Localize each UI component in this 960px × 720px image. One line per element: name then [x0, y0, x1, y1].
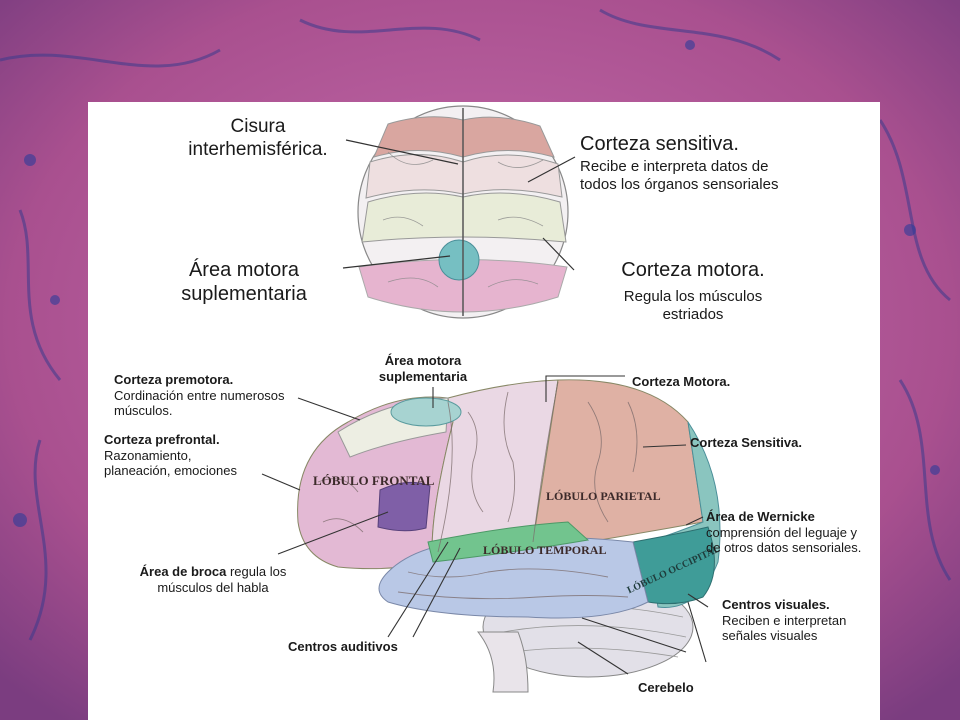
label-area-motora-suplementaria-side: Área motora suplementaria [378, 353, 468, 384]
diagram-panel: LÓBULO FRONTAL LÓBULO PARIETAL LÓBULO TE… [88, 102, 880, 720]
label-corteza-motora-desc: Regula los músculos estriados [623, 288, 763, 323]
label-area-wernicke-desc: comprensión del leguaje y de otros datos… [706, 524, 862, 556]
lobe-frontal-label: LÓBULO FRONTAL [313, 473, 435, 488]
label-area-motora-suplementaria-top: Área motora suplementaria [181, 259, 307, 305]
label-cisura: Cisura interhemisférica. [188, 116, 328, 160]
label-centros-auditivos: Centros auditivos [288, 639, 398, 654]
lobe-parietal-label: LÓBULO PARIETAL [546, 489, 661, 503]
label-corteza-premotora-desc: Cordinación entre numerosos músculos. [114, 387, 285, 419]
label-area-broca: Área de broca regula los músculos del ha… [118, 564, 308, 595]
label-area-broca-title: Área de broca [139, 564, 227, 579]
label-corteza-sensitiva-side: Corteza Sensitiva. [690, 435, 802, 450]
label-cerebelo: Cerebelo [638, 680, 694, 695]
slide-title [60, 0, 940, 18]
label-centros-visuales-title: Centros visuales. [722, 597, 830, 612]
label-centros-visuales-desc: Reciben e interpretan señales visuales [722, 612, 847, 644]
label-area-wernicke-title: Área de Wernicke [706, 509, 815, 524]
brain-top-view [357, 105, 569, 319]
lobe-temporal-label: LÓBULO TEMPORAL [483, 543, 606, 557]
label-corteza-motora-side: Corteza Motora. [632, 374, 731, 389]
brain-illustration: LÓBULO FRONTAL LÓBULO PARIETAL LÓBULO TE… [261, 105, 722, 693]
brain-side-view [297, 379, 721, 693]
label-corteza-motora-title: Corteza motora. [621, 259, 765, 281]
label-corteza-prefrontal-title: Corteza prefrontal. [104, 432, 220, 447]
label-corteza-sensitiva-desc: Recibe e interpreta datos de todos los ó… [580, 158, 779, 193]
label-corteza-sensitiva-title: Corteza sensitiva. [580, 133, 739, 155]
label-corteza-premotora-title: Corteza premotora. [114, 372, 234, 387]
label-corteza-prefrontal-desc: Razonamiento, planeación, emociones [104, 447, 237, 479]
label-area-broca-desc: regula los músculos del habla [157, 564, 287, 595]
